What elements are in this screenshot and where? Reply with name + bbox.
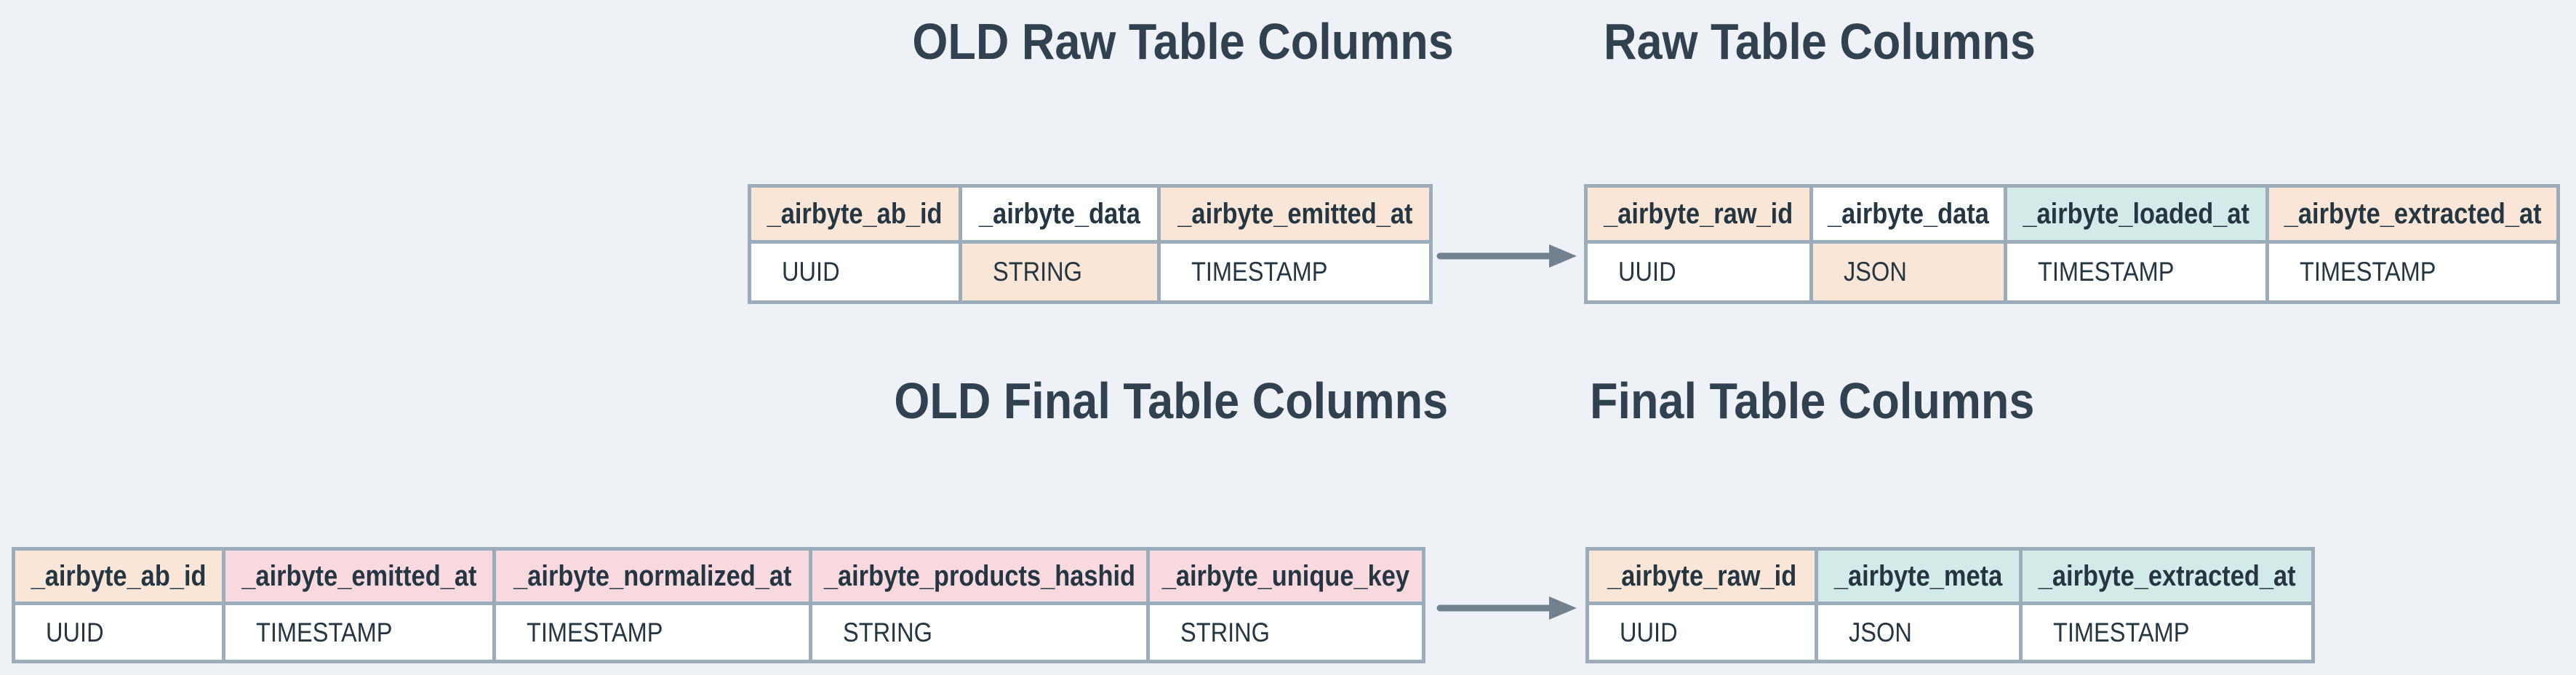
column-type-label: STRING [1180,617,1271,647]
column-header-label: _airbyte_extracted_at [2284,197,2542,230]
column-header-cell: _airbyte_loaded_at [2007,188,2265,240]
old-final-table: _airbyte_ab_id _airbyte_emitted_at _airb… [12,547,1425,663]
column-type-label: JSON [1844,257,1907,287]
column-header-cell: _airbyte_ab_id [751,188,959,240]
column-header-cell: _airbyte_raw_id [1589,551,1815,602]
old-raw-table-title: OLD Raw Table Columns [882,16,1464,67]
column-header-cell: _airbyte_extracted_at [2023,551,2311,602]
column-header-cell: _airbyte_raw_id [1588,188,1809,240]
column-type-cell: UUID [1588,244,1809,300]
column-type-label: UUID [46,617,104,647]
column-type-cell: TIMESTAMP [496,605,809,660]
final-table-title-text: Final Table Columns [1590,372,2035,429]
column-header-label: _airbyte_loaded_at [2023,197,2250,230]
column-type-cell: UUID [751,244,959,300]
old-final-table-title-text: OLD Final Table Columns [894,372,1449,429]
column-type-label: UUID [1620,617,1678,647]
column-type-label: JSON [1849,617,1912,647]
final-table-title: Final Table Columns [1521,375,2103,426]
column-header-cell: _airbyte_unique_key [1150,551,1422,602]
right-arrow-icon [1434,240,1580,272]
column-header-cell: _airbyte_normalized_at [496,551,809,602]
column-type-label: STRING [843,617,933,647]
column-type-cell: TIMESTAMP [2007,244,2265,300]
column-header-cell: _airbyte_meta [1818,551,2019,602]
column-type-cell: TIMESTAMP [2023,605,2311,660]
column-header-cell: _airbyte_data [962,188,1157,240]
column-type-cell: STRING [812,605,1146,660]
right-arrow-icon [1434,592,1580,624]
raw-table-title-text: Raw Table Columns [1604,13,2036,70]
final-table: _airbyte_raw_id _airbyte_meta _airbyte_e… [1585,547,2315,663]
column-header-label: _airbyte_emitted_at [1177,197,1413,230]
column-header-cell: _airbyte_extracted_at [2269,188,2556,240]
column-type-label: TIMESTAMP [527,617,663,647]
column-header-label: _airbyte_ab_id [31,559,207,592]
column-header-label: _airbyte_extracted_at [2038,559,2296,592]
raw-table: _airbyte_raw_id _airbyte_data _airbyte_l… [1584,184,2560,304]
column-header-label: _airbyte_data [1828,197,1989,230]
column-type-cell: UUID [1589,605,1815,660]
column-header-label: _airbyte_data [979,197,1140,230]
column-type-cell: TIMESTAMP [225,605,492,660]
column-type-cell: UUID [15,605,222,660]
raw-table-title: Raw Table Columns [1529,16,2111,67]
column-type-cell: TIMESTAMP [2269,244,2556,300]
column-header-label: _airbyte_emitted_at [241,559,477,592]
old-raw-table: _airbyte_ab_id _airbyte_data _airbyte_em… [748,184,1433,304]
column-type-label: UUID [1618,257,1676,287]
old-final-table-title: OLD Final Table Columns [863,372,1449,429]
column-type-label: TIMESTAMP [2300,257,2436,287]
column-type-label: UUID [782,257,840,287]
column-header-label: _airbyte_normalized_at [513,559,792,592]
column-header-cell: _airbyte_products_hashid [812,551,1146,602]
column-header-label: _airbyte_raw_id [1607,559,1797,592]
column-type-cell: TIMESTAMP [1161,244,1429,300]
column-type-cell: STRING [962,244,1157,300]
column-type-cell: STRING [1150,605,1422,660]
old-raw-table-title-text: OLD Raw Table Columns [912,13,1454,70]
column-type-cell: JSON [1813,244,2004,300]
column-header-cell: _airbyte_emitted_at [1161,188,1429,240]
column-header-cell: _airbyte_emitted_at [225,551,492,602]
column-header-label: _airbyte_raw_id [1604,197,1793,230]
column-header-cell: _airbyte_ab_id [15,551,222,602]
column-header-label: _airbyte_unique_key [1161,559,1410,592]
column-type-cell: JSON [1818,605,2019,660]
column-type-label: TIMESTAMP [2053,617,2190,647]
column-header-label: _airbyte_meta [1834,559,2003,592]
column-header-cell: _airbyte_data [1813,188,2004,240]
column-header-label: _airbyte_products_hashid [823,559,1135,592]
column-type-label: STRING [993,257,1083,287]
column-header-label: _airbyte_ab_id [767,197,943,230]
column-type-label: TIMESTAMP [1191,257,1328,287]
column-type-label: TIMESTAMP [2038,257,2175,287]
column-type-label: TIMESTAMP [256,617,393,647]
